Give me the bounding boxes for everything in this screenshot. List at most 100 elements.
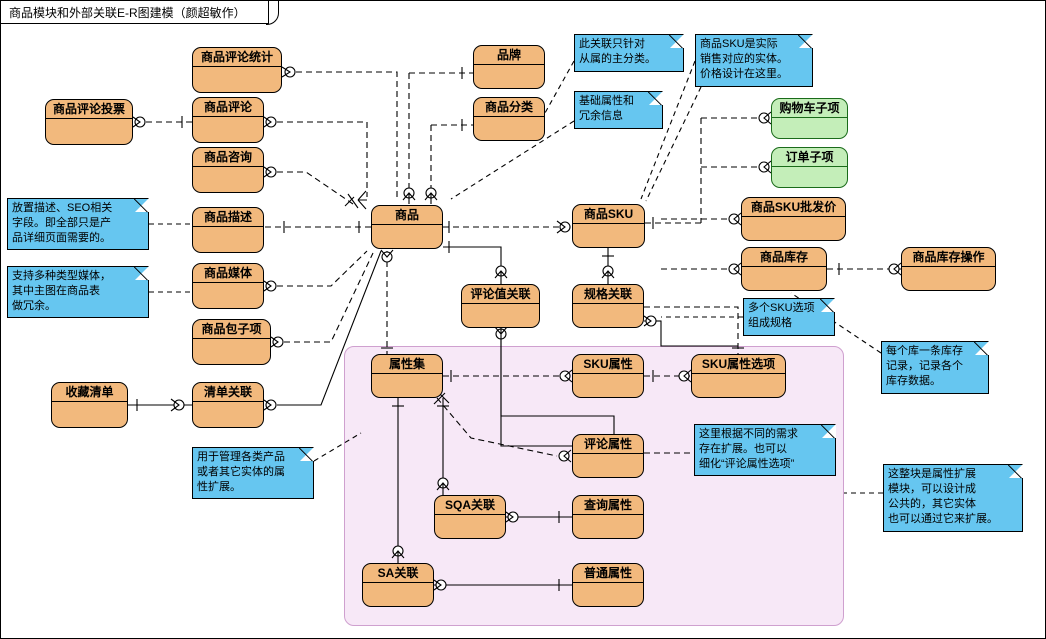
entity-label: 商品 [372,206,442,225]
note-fold-line-icon [820,298,835,313]
entity-label: 商品库存 [742,248,826,267]
entity-attribute-area [474,65,544,88]
entity-list-relation[interactable]: 清单关联 [192,382,264,428]
entity-comment-value-rel[interactable]: 评论值关联 [461,284,540,328]
note-text: 多个SKU选项 组成规格 [748,302,815,329]
note-fold-line-icon [648,91,663,106]
entity-label: 商品SKU批发价 [742,198,845,217]
page-title: 商品模块和外部关联E-R图建模（颜超敏作） [9,5,246,20]
entity-comment[interactable]: 商品评论 [192,97,264,143]
note-note-sku[interactable]: 商品SKU是实际 销售对应的实体。 价格设计在这里。 [695,34,813,87]
note-text: 此关联只针对 从属的主分类。 [579,38,656,65]
note-fold-line-icon [821,424,836,439]
note-note-cat[interactable]: 此关联只针对 从属的主分类。 [574,34,684,72]
note-note-media[interactable]: 支持多种类型媒体， 其中主图在商品表 做冗余。 [7,266,149,318]
entity-comment-vote[interactable]: 商品评论投票 [45,99,133,145]
note-fold-line-icon [974,341,989,356]
entity-label: 普通属性 [573,564,643,583]
entity-label: 查询属性 [573,496,643,515]
note-text: 支持多种类型媒体， 其中主图在商品表 做冗余。 [12,270,111,312]
entity-sku-wholesale[interactable]: 商品SKU批发价 [741,197,846,241]
entity-query-attr[interactable]: 查询属性 [572,495,644,539]
entity-attribute-area [193,167,263,192]
note-note-basic[interactable]: 基础属性和 冗余信息 [574,91,663,129]
entity-comment-attr[interactable]: 评论属性 [572,434,644,478]
entity-label: 商品SKU [573,205,644,224]
entity-stock[interactable]: 商品库存 [741,247,827,291]
entity-label: 商品包子项 [193,320,270,339]
entity-label: 商品描述 [193,208,263,227]
note-text: 用于管理各类产品 或者其它实体的属 性扩展。 [197,451,285,493]
entity-label: SKU属性 [573,355,643,374]
note-text: 商品SKU是实际 销售对应的实体。 价格设计在这里。 [700,38,788,80]
entity-sku-attr[interactable]: SKU属性 [572,354,644,398]
entity-attribute-area [462,304,539,327]
entity-label: 评论值关联 [462,285,539,304]
entity-attribute-area [52,402,127,427]
note-fold-line-icon [134,198,149,213]
note-fold-line-icon [299,447,314,462]
entity-attribute-area [573,583,643,606]
entity-brand[interactable]: 品牌 [473,45,545,89]
note-note-attrset[interactable]: 用于管理各类产品 或者其它实体的属 性扩展。 [192,447,314,499]
note-text: 这里根据不同的需求 存在扩展。也可以 细化“评论属性选项” [699,428,798,470]
entity-attribute-area [692,374,785,397]
note-note-stock[interactable]: 每个库一条库存 记录，记录各个 库存数据。 [881,341,989,394]
entity-attribute-area [902,267,995,290]
entity-label: 清单关联 [193,383,263,402]
entity-attribute-area [193,339,270,364]
note-note-desc[interactable]: 放置描述、SEO相关 字段。即全部只是产 品详细页面需要的。 [7,198,149,250]
note-fold-line-icon [1008,464,1023,479]
entity-attribute-area [573,374,643,397]
entity-label: 属性集 [372,355,442,374]
note-note-module[interactable]: 这整块是属性扩展 模块，可以设计成 公共的，其它实体 也可以通过它来扩展。 [883,464,1023,532]
entity-attribute-area [193,117,263,142]
entity-label: 商品评论统计 [193,48,281,67]
entity-attribute-area [363,583,433,606]
entity-attribute-area [193,67,281,92]
entity-label: 规格关联 [573,285,643,304]
entity-attribute-area [46,119,132,144]
entity-label: SKU属性选项 [692,355,785,374]
entity-package-item[interactable]: 商品包子项 [192,319,271,365]
entity-label: 商品评论投票 [46,100,132,119]
note-note-cmtattr[interactable]: 这里根据不同的需求 存在扩展。也可以 细化“评论属性选项” [694,424,836,476]
note-text: 每个库一条库存 记录，记录各个 库存数据。 [886,345,963,387]
entity-stock-op[interactable]: 商品库存操作 [901,247,996,291]
entity-label: 购物车子项 [772,99,847,118]
entity-label: 评论属性 [573,435,643,454]
entity-normal-attr[interactable]: 普通属性 [572,563,644,607]
entity-attribute-area [573,224,644,247]
entity-order-item[interactable]: 订单子项 [771,147,848,188]
entity-attr-set[interactable]: 属性集 [371,354,443,398]
note-fold-line-icon [669,34,684,49]
note-fold-line-icon [798,34,813,49]
note-text: 这整块是属性扩展 模块，可以设计成 公共的，其它实体 也可以通过它来扩展。 [888,468,998,525]
entity-attribute-area [573,515,643,538]
entity-sa-relation[interactable]: SA关联 [362,563,434,607]
entity-label: SA关联 [363,564,433,583]
diagram-title-tab: 商品模块和外部关联E-R图建模（颜超敏作） [1,1,279,25]
entity-media[interactable]: 商品媒体 [192,263,264,309]
entity-label: 商品分类 [474,98,544,117]
entity-consult[interactable]: 商品咨询 [192,147,264,193]
entity-product-sku[interactable]: 商品SKU [572,204,645,248]
entity-attribute-area [772,167,847,187]
entity-product[interactable]: 商品 [371,205,443,249]
entity-label: 商品库存操作 [902,248,995,267]
entity-sku-attr-option[interactable]: SKU属性选项 [691,354,786,398]
entity-label: 收藏清单 [52,383,127,402]
entity-spec-relation[interactable]: 规格关联 [572,284,644,328]
entity-label: 商品媒体 [193,264,263,283]
entity-description[interactable]: 商品描述 [192,207,264,253]
entity-attribute-area [435,515,505,538]
entity-favorite-list[interactable]: 收藏清单 [51,382,128,428]
note-fold-line-icon [134,266,149,281]
note-note-spec[interactable]: 多个SKU选项 组成规格 [743,298,835,336]
entity-attribute-area [573,454,643,477]
entity-cart-item[interactable]: 购物车子项 [771,98,848,139]
entity-category[interactable]: 商品分类 [473,97,545,141]
entity-comment-stat[interactable]: 商品评论统计 [192,47,282,93]
entity-sqa-relation[interactable]: SQA关联 [434,495,506,539]
entity-attribute-area [193,227,263,252]
